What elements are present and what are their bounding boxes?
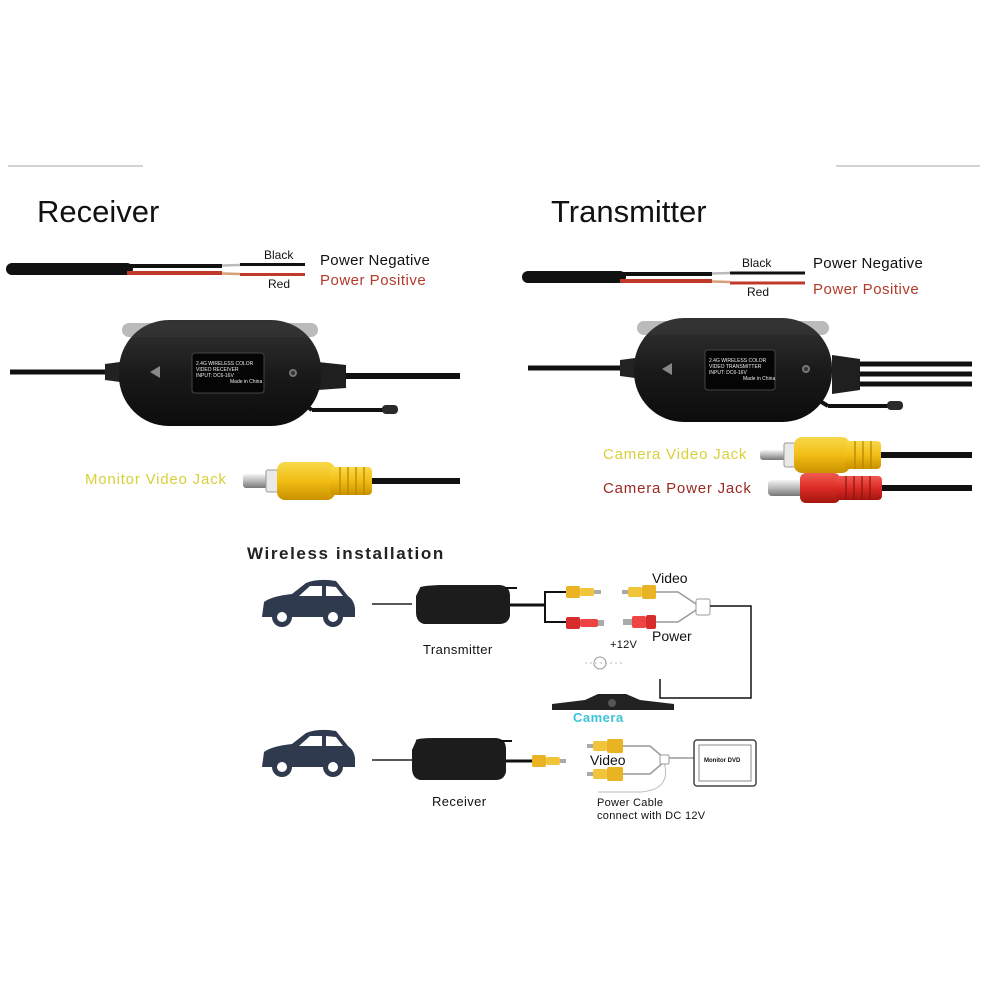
transmitter-chip-label: 2.4G WIRELESS COLOR VIDEO TRANSMITTER IN…: [709, 358, 776, 382]
transmitter-power-positive-label: Power Positive: [813, 281, 920, 298]
transmitter-power-wire: [522, 271, 805, 285]
installation-voltage-label: +12V: [610, 639, 638, 651]
receiver-chip-line: Made in China: [230, 379, 263, 385]
camera-video-jack-label: Camera Video Jack: [603, 446, 748, 463]
receiver-rca-yellow-jack: [243, 462, 460, 500]
transmitter-wire-red-label: Red: [747, 285, 770, 299]
camera-power-jack-label: Camera Power Jack: [603, 480, 752, 497]
monitor-video-jack-label: Monitor Video Jack: [85, 471, 227, 488]
mini-receiver-device: [412, 738, 566, 780]
camera-side-connectors: [585, 585, 752, 699]
transmitter-power-negative-label: Power Negative: [813, 255, 924, 272]
transmitter-title: Transmitter: [551, 194, 707, 229]
monitor-dvd-label: Monitor DVD: [704, 758, 741, 764]
receiver-power-positive-label: Power Positive: [320, 272, 427, 289]
power-cable-label: Power Cable: [597, 797, 664, 809]
monitor-dvd-icon: [693, 739, 757, 787]
car-icon: [262, 579, 355, 627]
transmitter-chip-line: VIDEO TRANSMITTER: [709, 364, 762, 370]
transmitter-dc-red-jack: [768, 473, 972, 503]
installation-heading: Wireless installation: [247, 544, 445, 563]
receiver-wire-red-label: Red: [268, 277, 291, 291]
transmitter-wire-black-label: Black: [742, 256, 772, 270]
receiver-chip-label: 2.4G WIRELESS COLOR VIDEO RECEIVER INPUT…: [196, 361, 262, 385]
receiver-chip-line: VIDEO RECEIVER: [196, 367, 239, 373]
receiver-power-negative-label: Power Negative: [320, 252, 431, 269]
receiver-device: [10, 320, 460, 426]
transmitter-chip-line: 2.4G WIRELESS COLOR: [709, 358, 767, 364]
power-cable-connect-label: connect with DC 12V: [597, 810, 706, 822]
transmitter-chip-line: Made in China: [743, 376, 776, 382]
mini-transmitter-device: [416, 585, 545, 624]
monitor-side-connectors: [587, 739, 696, 793]
installation-transmitter-label: Transmitter: [423, 642, 493, 657]
installation-video-label-top: Video: [652, 570, 688, 586]
receiver-title: Receiver: [37, 194, 160, 229]
receiver-power-wire: [6, 263, 305, 276]
receiver-chip-line: 2.4G WIRELESS COLOR: [196, 361, 254, 367]
transmitter-rca-yellow-jack: [760, 437, 972, 473]
receiver-wire-black-label: Black: [264, 248, 294, 262]
license-plate-camera: [552, 694, 674, 710]
installation-power-label: Power: [652, 628, 692, 644]
receiver-chip-line: INPUT: DC6-16V: [196, 373, 234, 379]
transmitter-device: [528, 318, 972, 422]
transmitter-split-cable: [544, 586, 604, 629]
installation-receiver-label: Receiver: [432, 794, 487, 809]
installation-video-label-bottom: Video: [589, 752, 627, 768]
installation-camera-label: Camera: [573, 710, 624, 725]
transmitter-chip-line: INPUT: DC6-16V: [709, 370, 747, 376]
car-icon: [262, 729, 355, 777]
